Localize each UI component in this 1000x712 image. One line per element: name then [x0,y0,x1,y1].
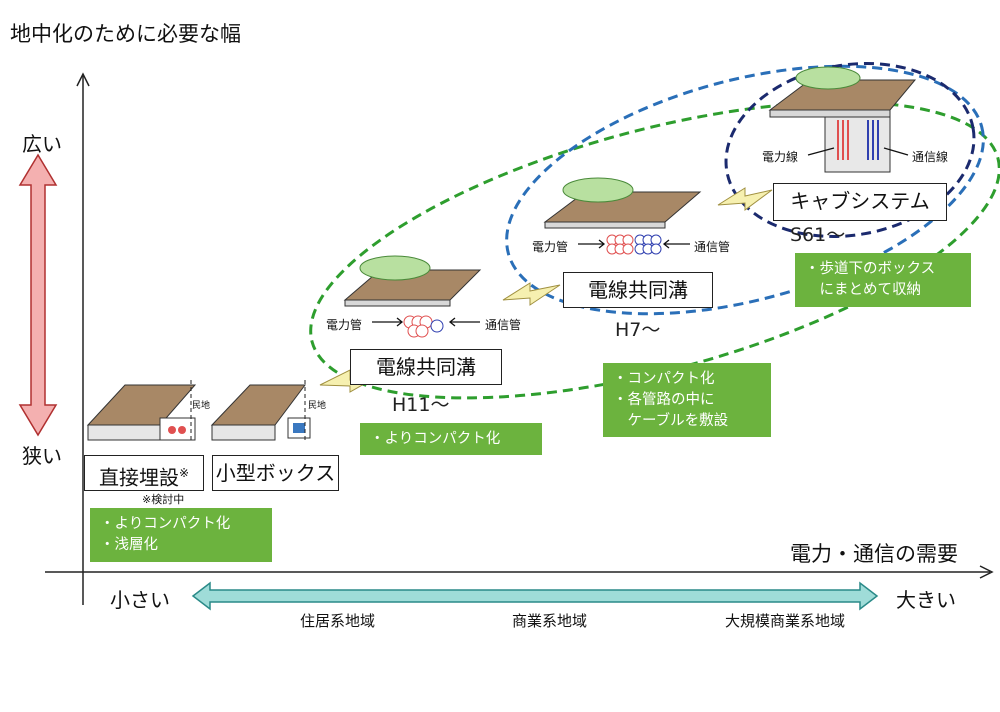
note-h7-box: ・コンパクト化・各管路の中に ケーブルを敷設 [603,363,771,437]
s61-label: キャブシステム [773,183,947,221]
direct-burial-label-box: 直接埋設※ [84,455,204,491]
direct-burial-private-land: 民地 [192,401,211,411]
h7-era: H7～ [615,319,661,341]
h11-loop [309,100,1000,400]
direct-burial-sketch [86,380,197,441]
direct-burial-note: ※検討中 [142,493,185,506]
h11-comm-label: 通信管 [485,318,522,332]
small-box-label: 小型ボックス [212,455,339,491]
h7-loop [505,64,985,316]
s61-comm-label: 通信線 [912,150,949,164]
small-box-sketch [210,380,311,441]
s61-power-label: 電力線 [762,150,799,164]
s61-era: S61～ [790,224,846,246]
note-s61-1: ・歩道下のボックス [805,261,936,277]
small-box-private-land: 民地 [308,401,327,411]
h7-comm-label: 通信管 [694,240,731,254]
note-h7-1: ・コンパクト化 [613,371,715,387]
h7-power-label: 電力管 [532,240,569,254]
h7-sketch [502,177,702,306]
direct-burial-label: 直接埋設 [98,465,179,490]
note-h7-3: ケーブルを敷設 [613,413,729,429]
note-low-box: ・よりコンパクト化・浅層化 [90,508,272,562]
note-h7-2: ・各管路の中に [613,392,715,408]
y-bottom-label: 狭い [22,444,62,468]
width-arrow [18,153,58,437]
note-h11-box: ・よりコンパクト化 [360,423,542,455]
h11-era: H11～ [392,394,450,416]
note-low-1: ・よりコンパクト化 [100,516,231,532]
direct-burial-mark: ※ [178,466,190,480]
region-large-commercial: 大規模商業系地域 [725,612,846,630]
s61-loop [724,62,976,238]
note-low-2: ・浅層化 [100,537,158,553]
h7-label: 電線共同溝 [563,272,713,308]
x-right-label: 大きい [896,588,956,612]
demand-arrow [191,581,879,611]
note-s61-box: ・歩道下のボックス にまとめて収納 [795,253,971,307]
x-axis-title: 電力・通信の需要 [790,542,958,566]
h11-label: 電線共同溝 [350,349,502,385]
diagram-title: 地中化のために必要な幅 [10,22,241,46]
note-s61-2: にまとめて収納 [805,282,921,298]
s61-sketch [717,66,917,211]
y-top-label: 広い [22,132,62,156]
region-residential: 住居系地域 [300,612,376,630]
h11-power-label: 電力管 [326,318,363,332]
region-commercial: 商業系地域 [512,612,588,630]
x-left-label: 小さい [110,588,170,612]
note-h11-1: ・よりコンパクト化 [370,431,501,447]
